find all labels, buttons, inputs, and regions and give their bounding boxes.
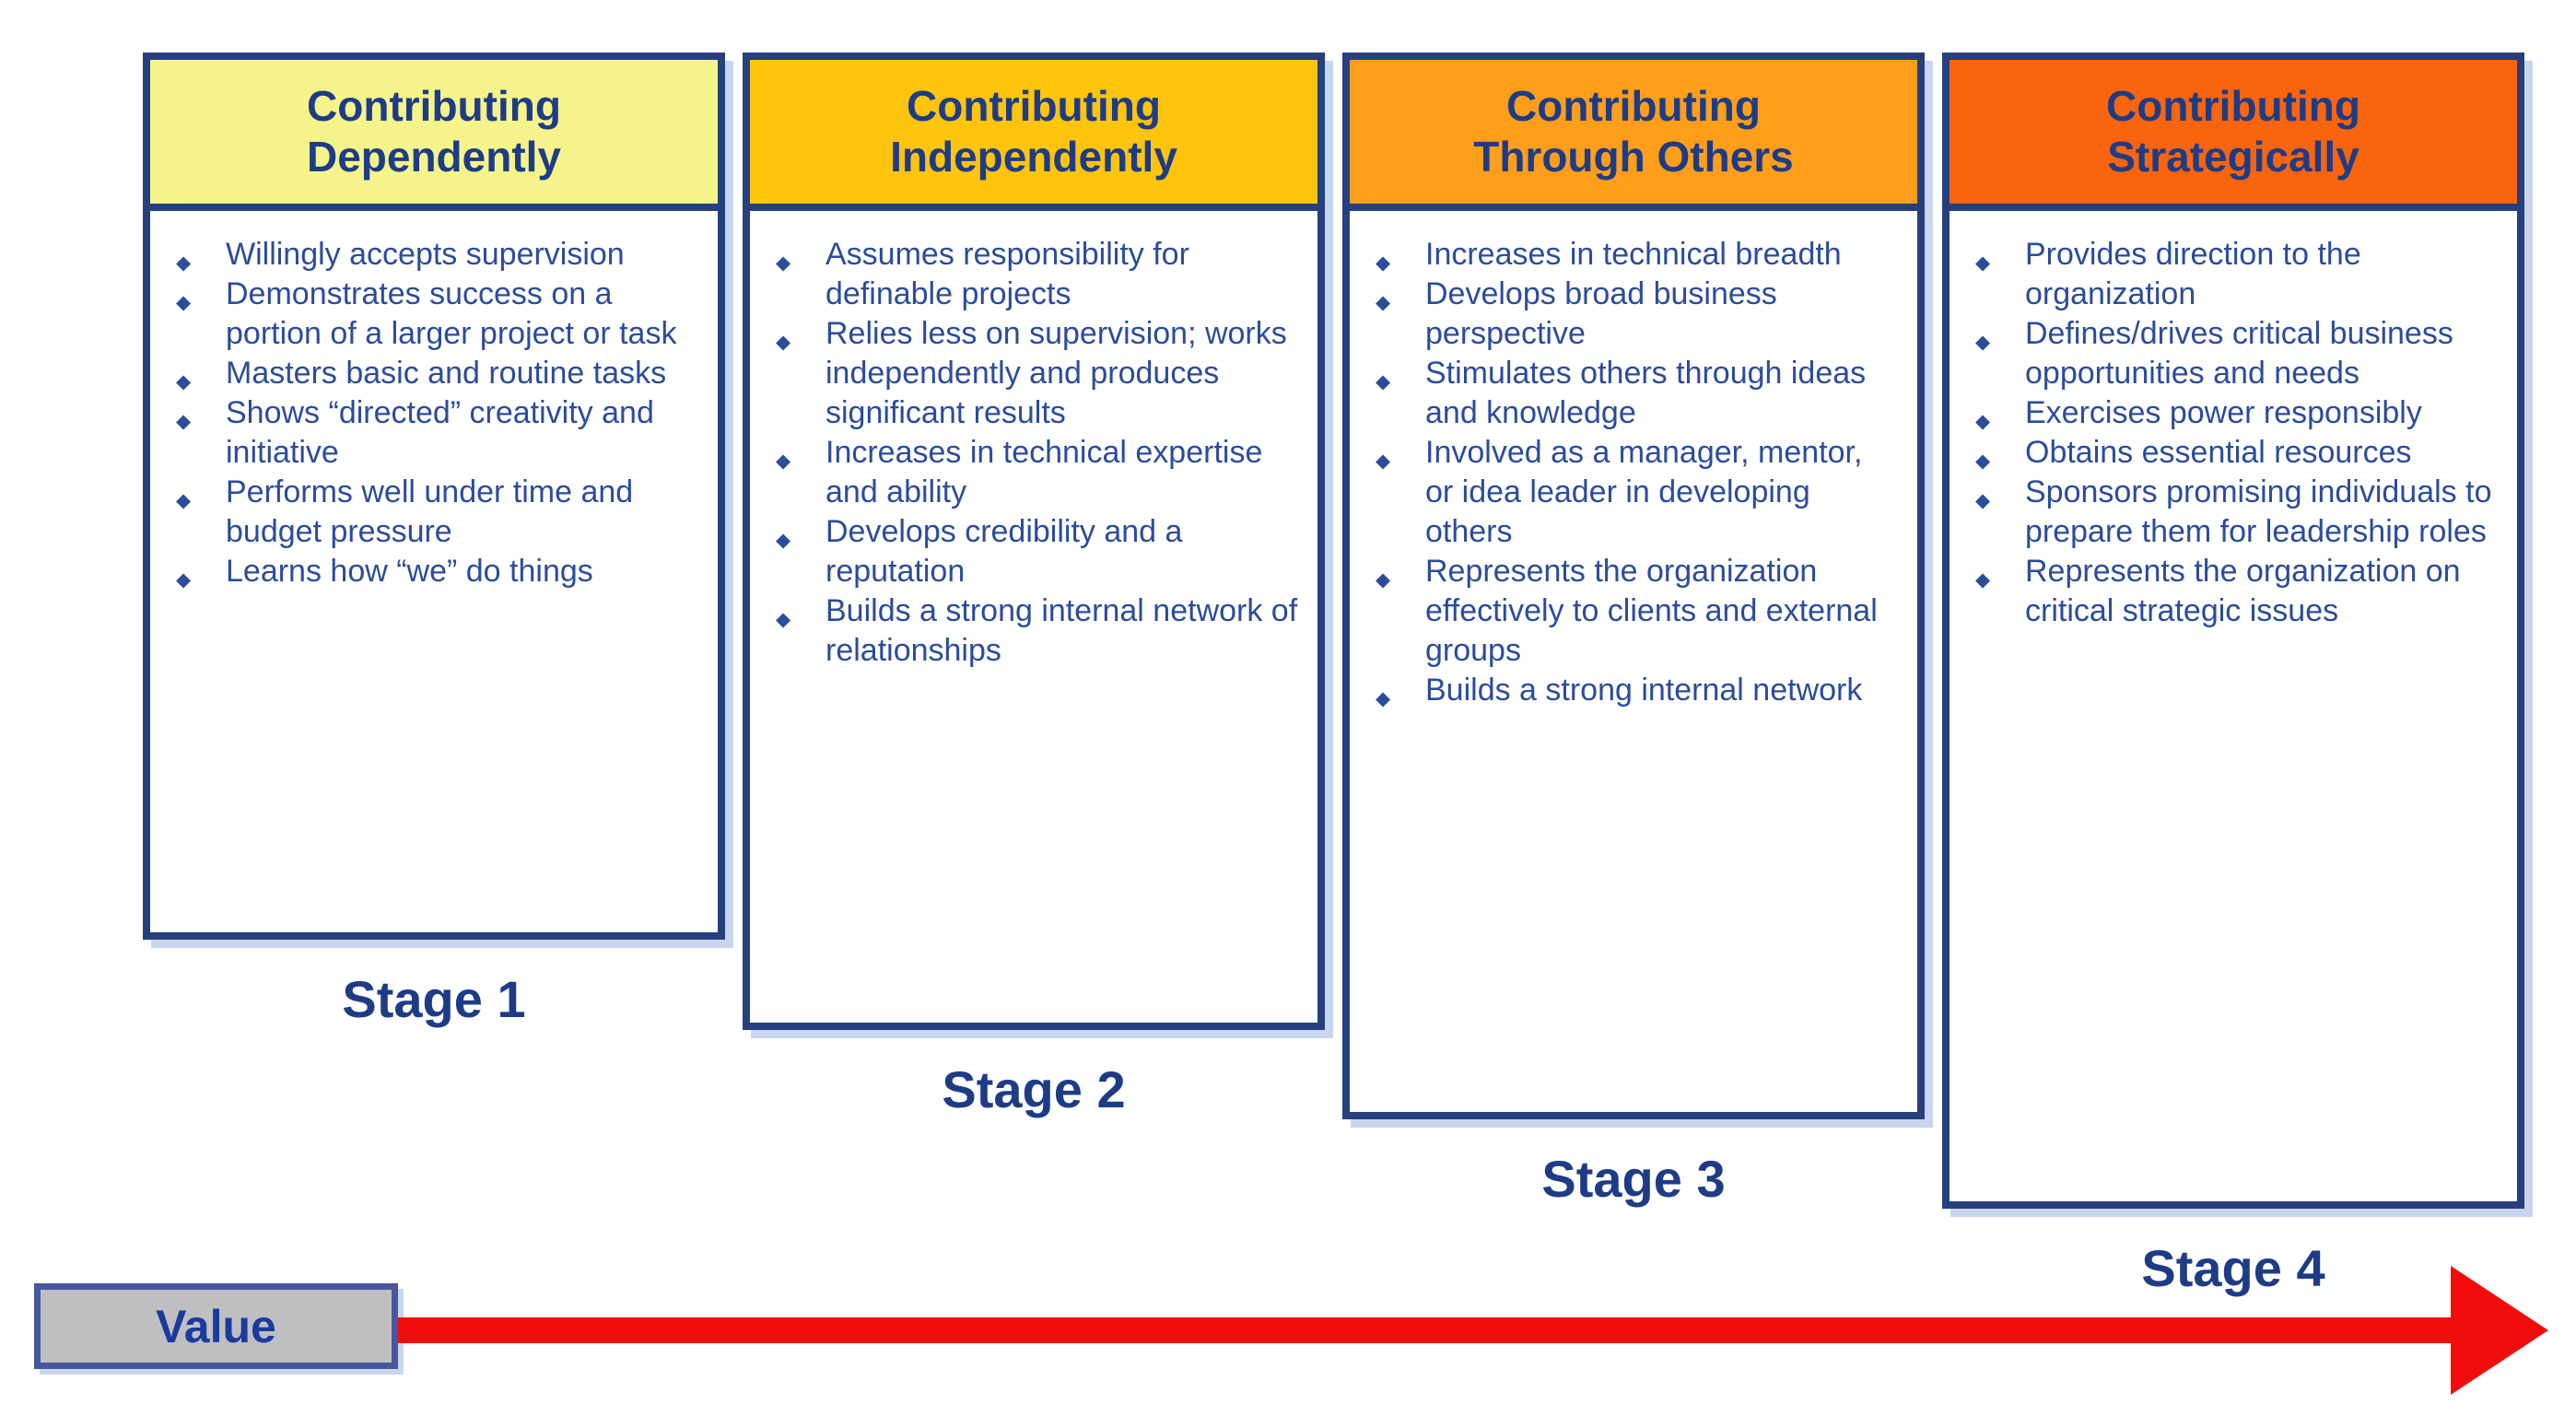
stage-3-column: Contributing Through Others Increases in… — [1342, 53, 1925, 1209]
bullet-item: Develops credibility and a reputation — [770, 512, 1299, 591]
value-arrow-shaft — [398, 1317, 2454, 1343]
bullet-item: Performs well under time and budget pres… — [170, 473, 699, 552]
stage-1-column: Contributing Dependently Willingly accep… — [143, 53, 725, 1029]
stage-2-column: Contributing Independently Assumes respo… — [743, 53, 1325, 1119]
stage-2-label: Stage 2 — [942, 1060, 1126, 1118]
bullet-item: Represents the organization on critical … — [1970, 552, 2499, 631]
stage-4-label: Stage 4 — [2141, 1239, 2325, 1297]
header-line-1: Contributing — [307, 81, 561, 130]
header-line-2: Strategically — [2107, 133, 2359, 181]
header-line-2: Independently — [890, 133, 1177, 181]
stage-1-bullet-list: Willingly accepts supervision Demonstrat… — [170, 235, 699, 600]
bullet-item: Sponsors promising individuals to prepar… — [1970, 473, 2499, 552]
bullet-item: Provides direction to the organization — [1970, 235, 2499, 314]
stage-4-box: Contributing Strategically Provides dire… — [1942, 53, 2524, 1209]
bullet-item: Willingly accepts supervision — [170, 235, 699, 283]
bullet-item: Involved as a manager, mentor, or idea l… — [1370, 433, 1899, 552]
stage-3-body: Increases in technical breadth Develops … — [1342, 211, 1925, 1119]
stage-2-box: Contributing Independently Assumes respo… — [743, 53, 1325, 1030]
stage-1-body: Willingly accepts supervision Demonstrat… — [143, 211, 725, 940]
bullet-item: Stimulates others through ideas and know… — [1370, 354, 1899, 433]
header-line-2: Through Others — [1473, 133, 1794, 181]
stage-1-box: Contributing Dependently Willingly accep… — [143, 53, 725, 940]
bullet-item: Builds a strong internal network — [1370, 671, 1899, 719]
bullet-item: Increases in technical breadth — [1370, 235, 1899, 283]
stage-2-bullet-list: Assumes responsibility for definable pro… — [770, 235, 1299, 671]
bullet-item: Shows “directed” creativity and initiati… — [170, 393, 699, 473]
stage-3-label: Stage 3 — [1541, 1150, 1726, 1208]
bullet-item: Develops broad business perspective — [1370, 275, 1899, 354]
stage-1-label: Stage 1 — [342, 970, 526, 1028]
bullet-item: Assumes responsibility for definable pro… — [770, 235, 1299, 314]
value-arrow-head-icon — [2451, 1266, 2548, 1395]
header-line-1: Contributing — [1506, 81, 1761, 130]
stage-4-column: Contributing Strategically Provides dire… — [1942, 53, 2524, 1298]
stage-3-bullet-list: Increases in technical breadth Develops … — [1370, 235, 1899, 719]
bullet-item: Increases in technical expertise and abi… — [770, 433, 1299, 512]
bullet-item: Exercises power responsibly — [1970, 393, 2499, 441]
stage-4-header: Contributing Strategically — [1942, 53, 2524, 211]
bullet-item: Masters basic and routine tasks — [170, 354, 699, 402]
stage-1-header: Contributing Dependently — [143, 53, 725, 211]
header-line-2: Dependently — [306, 133, 562, 181]
bullet-item: Relies less on supervision; works indepe… — [770, 314, 1299, 433]
header-line-1: Contributing — [907, 81, 1161, 130]
header-line-1: Contributing — [2106, 81, 2360, 130]
bullet-item: Obtains essential resources — [1970, 433, 2499, 481]
stage-2-header: Contributing Independently — [743, 53, 1325, 211]
stage-2-body: Assumes responsibility for definable pro… — [743, 211, 1325, 1030]
bullet-item: Demonstrates success on a portion of a l… — [170, 275, 699, 354]
stage-3-box: Contributing Through Others Increases in… — [1342, 53, 1925, 1119]
bullet-item: Represents the organization effectively … — [1370, 552, 1899, 671]
stage-3-header: Contributing Through Others — [1342, 53, 1925, 211]
value-axis-box: Value — [34, 1283, 398, 1369]
stage-4-body: Provides direction to the organization D… — [1942, 211, 2524, 1209]
bullet-item: Defines/drives critical business opportu… — [1970, 314, 2499, 393]
stage-4-bullet-list: Provides direction to the organization D… — [1970, 235, 2499, 631]
bullet-item: Builds a strong internal network of rela… — [770, 591, 1299, 671]
bullet-item: Learns how “we” do things — [170, 552, 699, 600]
